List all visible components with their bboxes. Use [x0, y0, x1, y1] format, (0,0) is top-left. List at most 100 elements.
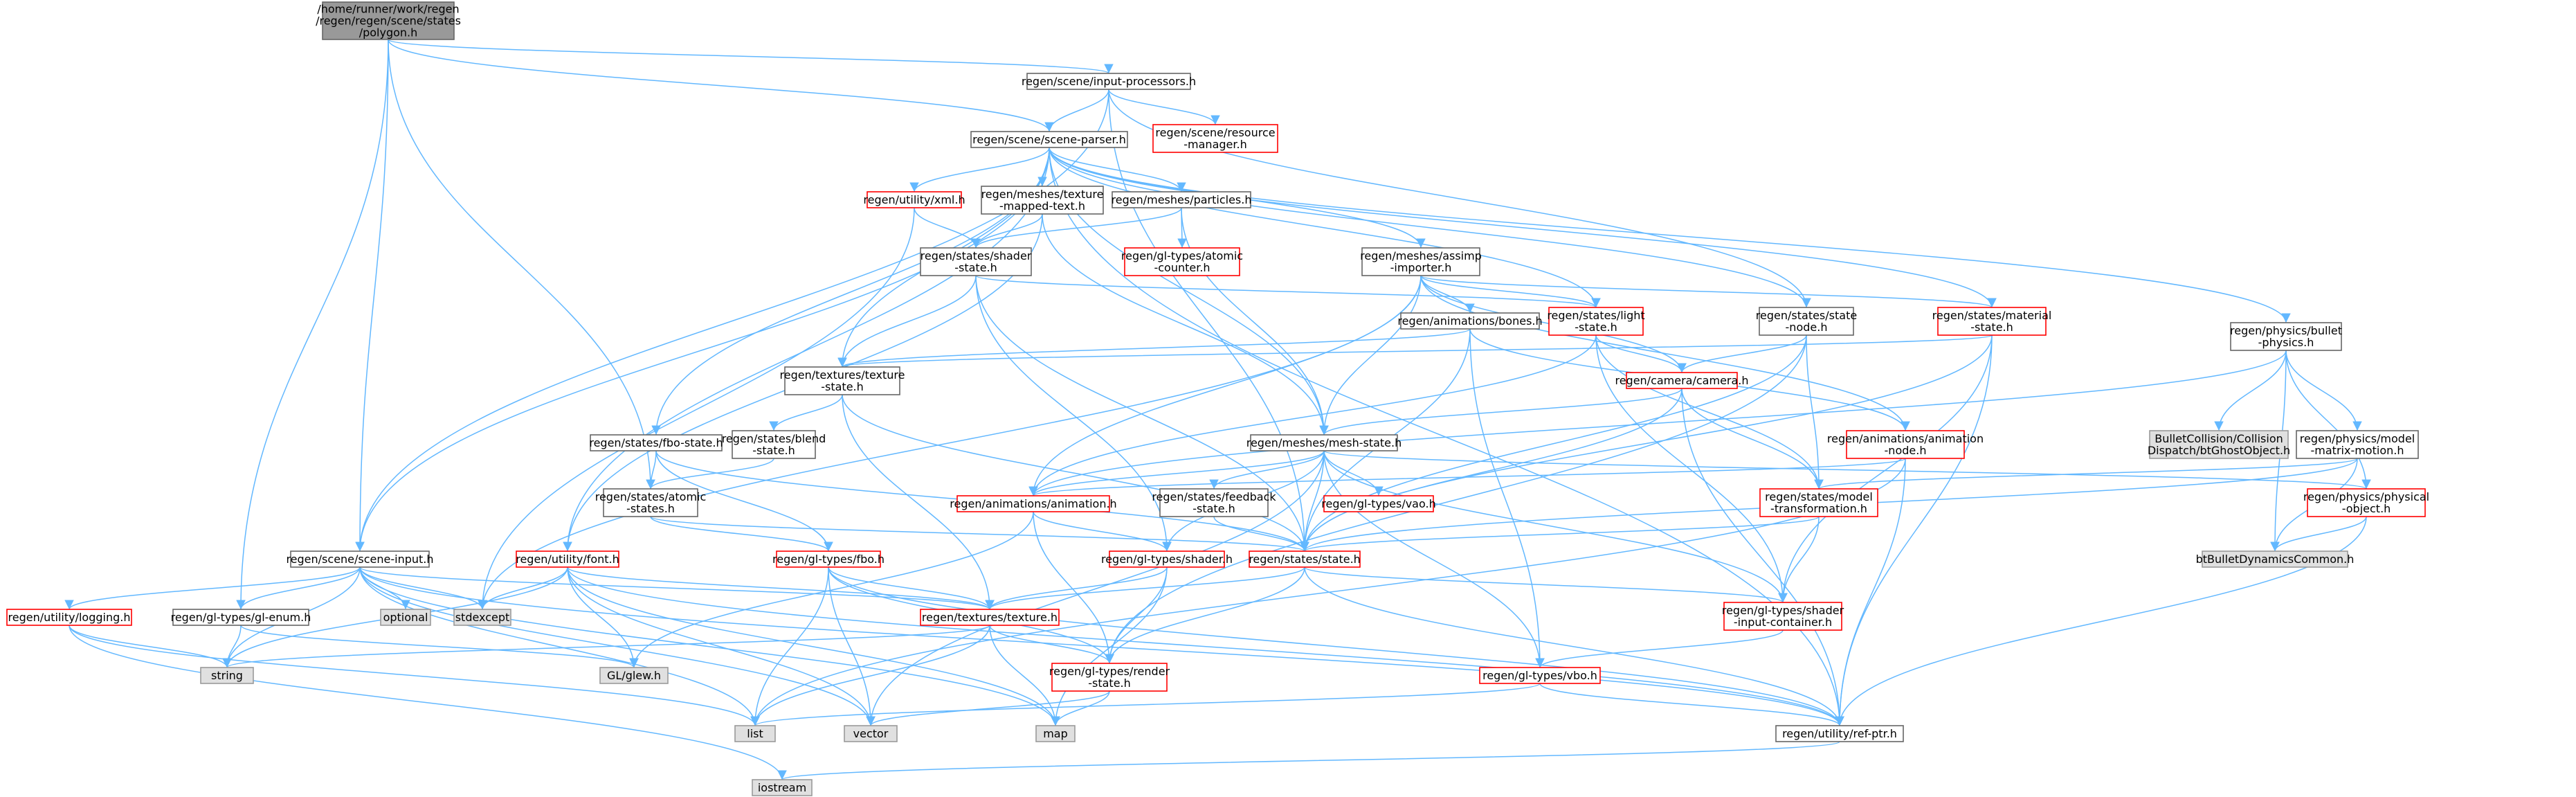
node-stdexcept[interactable]: stdexcept: [453, 609, 511, 626]
edge-ref_ptr-to-iostream: [778, 741, 1840, 780]
edge-bones-to-vbo: [1469, 328, 1545, 668]
node-optional[interactable]: optional: [380, 609, 431, 626]
edge-vbo-to-ref_ptr: [1539, 683, 1844, 726]
node-vector[interactable]: vector: [844, 725, 898, 742]
node-bones[interactable]: regen/animations/bones.h: [1397, 312, 1543, 330]
node-model_transformation[interactable]: regen/states/model-transformation.h: [1759, 488, 1878, 517]
node-vbo[interactable]: regen/gl-types/vbo.h: [1479, 667, 1601, 684]
edge-particles-to-shader_state: [971, 207, 1182, 249]
node-utility_font[interactable]: regen/utility/font.h: [516, 550, 619, 568]
edge-texture_mapped_text-to-mesh_state: [1042, 213, 1329, 436]
edge-utility_font-to-stdexcept: [478, 566, 568, 610]
node-label-texture_mapped_text-0: regen/meshes/texture: [981, 188, 1104, 201]
edge-assimp_importer-to-material_state: [1420, 275, 1997, 308]
node-box-physical_object: [2307, 488, 2426, 517]
node-label-gl_shader-0: regen/gl-types/shader.h: [1101, 553, 1233, 566]
node-glew[interactable]: GL/glew.h: [599, 667, 669, 684]
node-box-vbo: [1479, 667, 1601, 684]
node-animation_node[interactable]: regen/animations/animation-node.h: [1827, 430, 1984, 459]
edge-mesh_state-to-animation: [1028, 450, 1325, 496]
node-shader_input_container[interactable]: regen/gl-types/shader-input-container.h: [1722, 602, 1844, 631]
node-label-texture_state-1: -state.h: [821, 380, 864, 393]
edge-gl_shader-to-texture: [985, 566, 1168, 610]
edge-scene_input-to-ref_ptr: [359, 566, 1844, 726]
edge-texture_state-to-texture: [842, 394, 995, 610]
edge-root-to-input_processors: [388, 39, 1114, 74]
edge-utility_xml-to-stdexcept: [478, 207, 915, 610]
edge-vbo-to-list: [750, 683, 1541, 726]
node-scene_input[interactable]: regen/scene/scene-input.h: [286, 550, 434, 568]
edge-texture-to-render_state: [989, 625, 1114, 664]
node-list[interactable]: list: [734, 725, 776, 742]
node-iostream[interactable]: iostream: [752, 779, 813, 796]
edge-physical_object-to-btbullet: [2270, 516, 2367, 552]
node-box-gl_shader: [1109, 550, 1225, 568]
node-string[interactable]: string: [200, 667, 254, 684]
node-material_state[interactable]: regen/states/material-state.h: [1932, 307, 2052, 336]
node-texture_state[interactable]: regen/textures/texture-state.h: [780, 366, 905, 395]
node-label-btghost-0: BulletCollision/Collision: [2155, 432, 2283, 445]
node-assimp_importer[interactable]: regen/meshes/assimp-importer.h: [1360, 247, 1482, 276]
node-box-fbo: [776, 550, 881, 568]
node-label-light_state-1: -state.h: [1575, 321, 1617, 334]
node-matrix_motion[interactable]: regen/physics/model-matrix-motion.h: [2296, 430, 2419, 459]
node-utility_xml[interactable]: regen/utility/xml.h: [863, 191, 965, 208]
node-state_node[interactable]: regen/states/state-node.h: [1756, 307, 1857, 336]
node-render_state[interactable]: regen/gl-types/render-state.h: [1049, 663, 1170, 692]
node-feedback_state[interactable]: regen/states/feedback-state.h: [1152, 488, 1276, 517]
node-box-shader_state: [920, 247, 1032, 276]
node-label-list-0: list: [747, 727, 763, 740]
node-label-resource_manager-0: regen/scene/resource: [1155, 126, 1275, 139]
node-gl_shader[interactable]: regen/gl-types/shader.h: [1101, 550, 1233, 568]
node-box-list: [734, 725, 776, 742]
node-label-state_node-1: -node.h: [1786, 321, 1828, 334]
edge-light_state-to-shader_input_container: [1595, 334, 1788, 603]
node-physical_object[interactable]: regen/physics/physical-object.h: [2303, 488, 2429, 517]
node-gl_enum[interactable]: regen/gl-types/gl-enum.h: [171, 609, 311, 626]
node-fbo_state[interactable]: regen/states/fbo-state.h: [589, 434, 723, 451]
node-input_processors[interactable]: regen/scene/input-processors.h: [1022, 73, 1196, 90]
node-label-texture_state-0: regen/textures/texture: [780, 368, 905, 382]
edge-utility_font-to-glew: [567, 566, 639, 668]
node-btghost[interactable]: BulletCollision/CollisionDispatch/btGhos…: [2148, 430, 2290, 459]
node-vao[interactable]: regen/gl-types/vao.h: [1321, 495, 1436, 512]
edge-render_state-to-vector: [866, 690, 1110, 726]
node-btbullet[interactable]: btBulletDynamicsCommon.h: [2196, 550, 2355, 568]
node-shader_state[interactable]: regen/states/shader-state.h: [920, 247, 1032, 276]
node-blend_state[interactable]: regen/states/blend-state.h: [722, 430, 826, 459]
node-box-camera: [1626, 372, 1738, 389]
node-particles[interactable]: regen/meshes/particles.h: [1112, 191, 1252, 208]
node-mesh_state[interactable]: regen/meshes/mesh-state.h: [1246, 434, 1402, 451]
node-atomic_states[interactable]: regen/states/atomic-states.h: [595, 488, 707, 517]
node-texture[interactable]: regen/textures/texture.h: [920, 609, 1060, 626]
node-label-material_state-0: regen/states/material: [1932, 309, 2052, 322]
node-resource_manager[interactable]: regen/scene/resource-manager.h: [1152, 124, 1278, 153]
node-label-root-1: /regen/regen/scene/states: [316, 15, 461, 28]
edge-scene_input-to-list: [359, 566, 760, 726]
node-ref_ptr[interactable]: regen/utility/ref-ptr.h: [1775, 725, 1904, 742]
node-label-state_node-0: regen/states/state: [1756, 309, 1857, 322]
node-scene_parser[interactable]: regen/scene/scene-parser.h: [970, 131, 1128, 148]
node-texture_mapped_text[interactable]: regen/meshes/texture-mapped-text.h: [981, 186, 1104, 215]
node-fbo[interactable]: regen/gl-types/fbo.h: [772, 550, 885, 568]
node-logging[interactable]: regen/utility/logging.h: [6, 609, 132, 626]
node-light_state[interactable]: regen/states/light-state.h: [1547, 307, 1645, 336]
node-label-scene_input-0: regen/scene/scene-input.h: [286, 553, 433, 566]
node-map[interactable]: map: [1035, 725, 1076, 742]
node-box-render_state: [1051, 663, 1168, 692]
node-label-bullet_physics-0: regen/physics/bullet: [2230, 324, 2342, 337]
node-state[interactable]: regen/states/state.h: [1249, 550, 1361, 568]
edge-texture-to-string: [222, 625, 990, 668]
node-bullet_physics[interactable]: regen/physics/bullet-physics.h: [2230, 322, 2342, 351]
edge-feedback_state-to-state: [1213, 516, 1309, 552]
node-label-feedback_state-0: regen/states/feedback: [1152, 490, 1276, 503]
node-atomic_counter[interactable]: regen/gl-types/atomic-counter.h: [1121, 247, 1243, 276]
node-root[interactable]: /home/runner/work/regen/regen/regen/scen…: [316, 1, 461, 40]
edge-blend_state-to-atomic_states: [646, 458, 774, 490]
node-animation[interactable]: regen/animations/animation.h: [950, 495, 1117, 512]
edge-logging-to-iostream: [69, 625, 787, 780]
edge-material_state-to-shader_input_container: [1778, 334, 1993, 603]
node-camera[interactable]: regen/camera/camera.h: [1615, 372, 1749, 389]
edge-assimp_importer-to-stdexcept: [478, 275, 1422, 610]
node-label-btghost-1: Dispatch/btGhostObject.h: [2148, 444, 2290, 457]
